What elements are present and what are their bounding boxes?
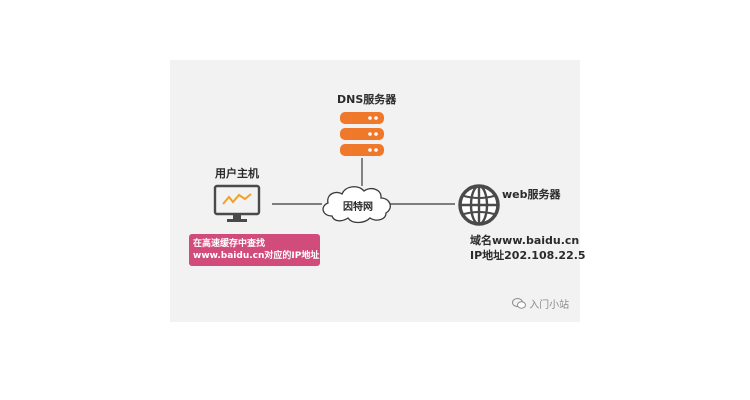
dns-server-icon [340,112,384,156]
globe-icon [458,184,500,226]
watermark: 入门小站 [512,296,569,311]
host-label: 用户主机 [215,167,259,180]
internet-label: 因特网 [343,202,373,213]
monitor-icon [213,184,261,222]
cache-note-line1: 在高速缓存中查找 [193,239,266,249]
web-server-domain: 域名www.baidu.cn [470,234,580,247]
watermark-text: 入门小站 [529,300,570,311]
web-server-label: web服务器 [502,188,561,201]
dns-server-label: DNS服务器 [337,93,397,106]
wechat-icon [512,298,526,309]
cache-lookup-note: 在高速缓存中查找 www.baidu.cn对应的IP地址 [189,234,320,266]
internet-cloud-icon [322,186,391,224]
cache-note-line2: www.baidu.cn对应的IP地址 [193,251,320,261]
web-server-ip: IP地址202.108.22.5 [470,249,586,262]
